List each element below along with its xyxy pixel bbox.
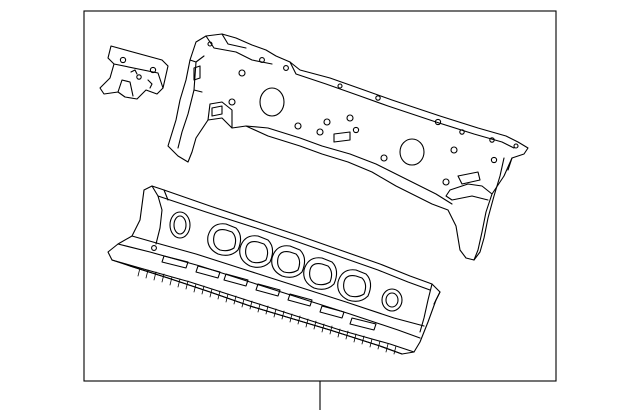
upper-rear-panel — [167, 33, 529, 261]
lower-rear-panel — [107, 185, 441, 355]
small-mounting-bracket — [99, 45, 169, 100]
